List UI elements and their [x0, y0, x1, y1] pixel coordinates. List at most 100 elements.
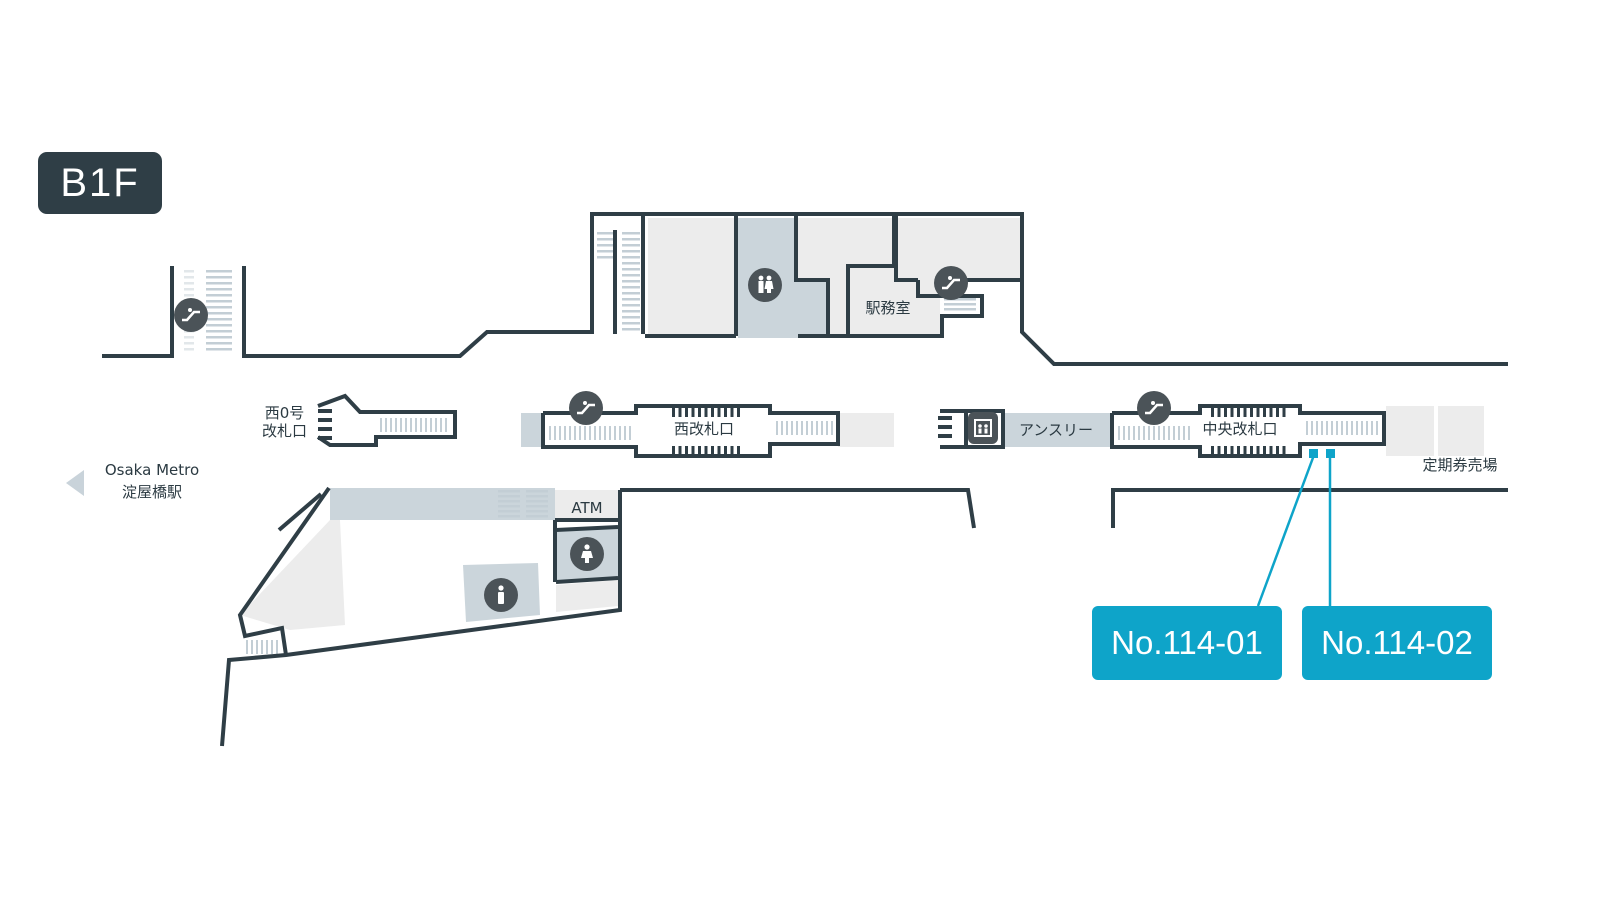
- turnstile-bar: [691, 446, 695, 457]
- escalator-icon: [569, 391, 603, 425]
- stair-step: [184, 282, 194, 285]
- stair-step: [1376, 421, 1378, 435]
- stair-step: [385, 418, 387, 432]
- callout-114-01[interactable]: No.114-01: [1092, 606, 1282, 680]
- room-fill: [648, 218, 736, 338]
- stair-step: [206, 270, 232, 273]
- turnstile-bar: [711, 446, 714, 457]
- turnstile-bar: [1230, 446, 1234, 457]
- person-icon: [484, 578, 518, 612]
- metro-line-label: Osaka Metro: [104, 461, 200, 479]
- turnstile-bar: [1256, 406, 1260, 417]
- stair-step: [622, 262, 640, 265]
- womens-restroom-icon: [570, 537, 604, 571]
- turnstile-bar: [711, 406, 714, 417]
- stair-step: [1168, 426, 1170, 440]
- stair-step: [251, 640, 253, 654]
- stair-step: [390, 418, 392, 432]
- stair-step: [622, 232, 640, 235]
- stair-step: [622, 244, 640, 247]
- stair-step: [622, 256, 640, 259]
- stair-step: [624, 426, 626, 440]
- turnstile-bar: [1217, 446, 1221, 457]
- escalator-icon: [934, 266, 968, 300]
- stair-step: [622, 286, 640, 289]
- shop-label: アンスリー: [1018, 421, 1094, 439]
- stair-step: [526, 490, 548, 493]
- stair-step: [498, 495, 520, 498]
- pass-office-label: 定期券売場: [1422, 456, 1498, 474]
- stair-step: [1153, 426, 1155, 440]
- turnstile-bar: [724, 406, 727, 417]
- turnstiles: [672, 406, 1286, 457]
- turnstile-bar: [685, 446, 688, 457]
- turnstile-bar: [1211, 406, 1214, 417]
- marker-114-01: [1309, 449, 1318, 458]
- stair-step: [1321, 421, 1323, 435]
- stair-step: [1316, 421, 1318, 435]
- stair-step: [206, 336, 232, 339]
- turnstile-bar: [737, 406, 740, 417]
- stair-step: [821, 421, 823, 435]
- stair-step: [801, 421, 803, 435]
- turnstile-bar: [1263, 446, 1266, 457]
- turnstile-bar: [730, 446, 734, 457]
- stair-step: [425, 418, 427, 432]
- turnstile-bar: [1224, 446, 1227, 457]
- stair-step: [559, 426, 561, 440]
- turnstile-bar: [1282, 406, 1286, 417]
- stair-step: [276, 640, 278, 654]
- stair-step: [430, 418, 432, 432]
- turnstile-bar: [1250, 406, 1253, 417]
- central-gate-label: 中央改札口: [1202, 420, 1278, 438]
- stair-step: [1351, 421, 1353, 435]
- stair-step: [776, 421, 778, 435]
- stair-step: [206, 294, 232, 297]
- stair-step: [1336, 421, 1338, 435]
- stair-step: [1341, 421, 1343, 435]
- escalator-icon: [1137, 391, 1171, 425]
- turnstile-bar: [1276, 446, 1279, 457]
- escalator-icon: [174, 298, 208, 332]
- stair-step: [597, 256, 613, 259]
- floor-badge: B1F: [38, 152, 162, 214]
- stair-step: [1158, 426, 1160, 440]
- turnstile-bar: [1250, 446, 1253, 457]
- stair-step: [184, 288, 194, 291]
- stair-step: [1183, 426, 1185, 440]
- stair-step: [498, 515, 520, 518]
- stair-step: [619, 426, 621, 440]
- turnstile-bar: [1243, 446, 1247, 457]
- stair-step: [415, 418, 417, 432]
- stair-step: [622, 328, 640, 331]
- stair-step: [1346, 421, 1348, 435]
- stair-step: [579, 426, 581, 440]
- stair-step: [589, 426, 591, 440]
- stair-step: [1356, 421, 1358, 435]
- turnstile-bar: [698, 406, 701, 417]
- stair-step: [526, 495, 548, 498]
- stair-step: [271, 640, 273, 654]
- stair-step: [1133, 426, 1135, 440]
- stair-step: [622, 316, 640, 319]
- stair-step: [405, 418, 407, 432]
- turnstile-bar: [678, 406, 682, 417]
- stair-step: [622, 298, 640, 301]
- turnstile-bar: [691, 406, 695, 417]
- callout-114-02[interactable]: No.114-02: [1302, 606, 1492, 680]
- stair-step: [498, 500, 520, 503]
- callout-leaders: [1256, 454, 1332, 607]
- stair-step: [206, 342, 232, 345]
- stair-step: [440, 418, 442, 432]
- atm-label: ATM: [571, 499, 603, 517]
- left-arrow-icon: [66, 470, 84, 496]
- stair-step: [206, 288, 232, 291]
- stair-step: [554, 426, 556, 440]
- restroom-icon: [748, 268, 782, 302]
- turnstile-bar: [1269, 406, 1273, 417]
- stair-step: [1118, 426, 1120, 440]
- turnstile-bar: [1224, 406, 1227, 417]
- stair-step: [206, 276, 232, 279]
- stair-step: [420, 418, 422, 432]
- stairs: [184, 232, 1378, 654]
